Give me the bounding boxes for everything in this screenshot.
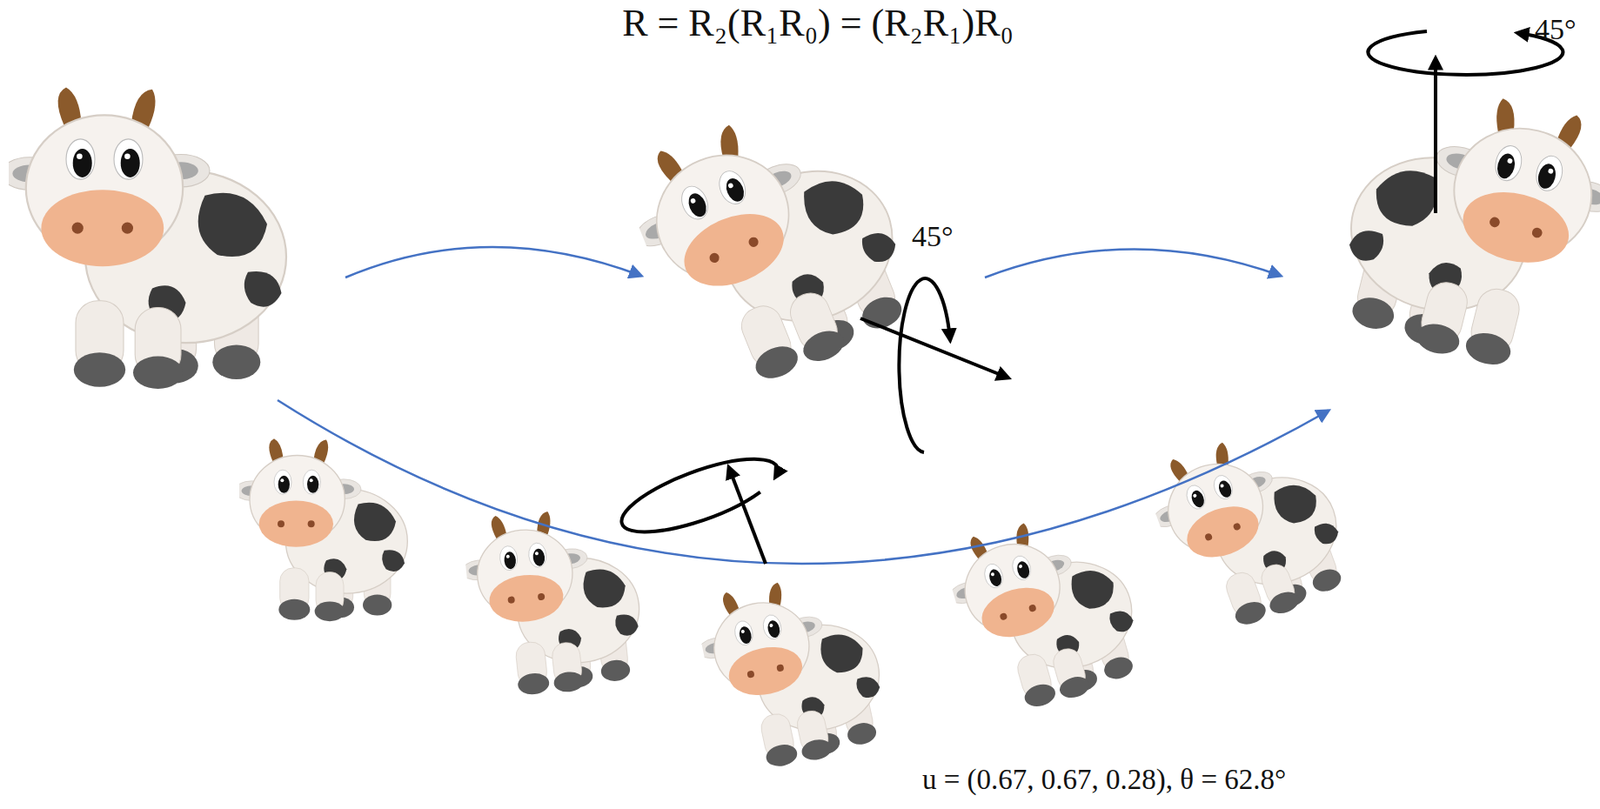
cow-figure xyxy=(234,438,409,622)
cow-figure xyxy=(935,499,1152,724)
cow-figure xyxy=(687,564,895,780)
cow-figure xyxy=(609,80,930,409)
cow-figure xyxy=(1136,414,1362,645)
rotation-axis-symbol xyxy=(860,278,1008,453)
rotation-axis-symbol xyxy=(615,455,811,564)
axis-angle-label: u = (0.67, 0.67, 0.28), θ = 62.8° xyxy=(922,763,1286,797)
transition-arrow xyxy=(984,248,1281,278)
rotation-axis-symbol xyxy=(1367,31,1563,214)
cow-figure xyxy=(455,502,648,703)
interpolation-arc xyxy=(277,400,1329,564)
cow-figure xyxy=(0,87,287,390)
angle-label: 45° xyxy=(1534,12,1577,47)
angle-label: 45° xyxy=(911,219,954,254)
transition-arrow xyxy=(345,247,642,278)
cow-figure xyxy=(1325,68,1600,387)
equation-title: R = R₂(R₁R₀) = (R₂R₁)R₀ xyxy=(622,1,1014,47)
